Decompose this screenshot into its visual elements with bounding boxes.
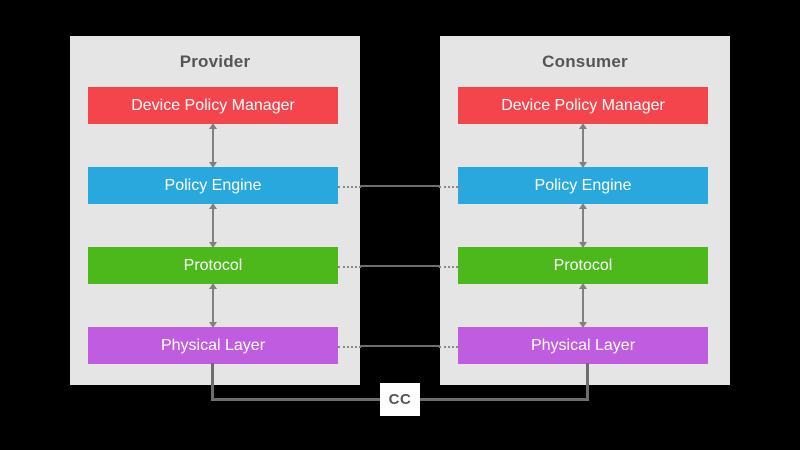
provider-arrow-dpm-policy-engine [209,123,217,168]
peer-stub-policy-engine-right [439,186,462,188]
provider-layer-policy-engine[interactable]: Policy Engine [88,167,338,204]
consumer-arrow-protocol-physical-layer [579,283,587,328]
cc-bus-label: CC [380,383,420,416]
cc-bus-segment-left-vertical [211,363,214,401]
panel-provider: Provider Device Policy Manager Policy En… [70,36,360,385]
peer-stub-policy-engine-left [338,186,361,188]
consumer-arrow-policy-engine-protocol [579,203,587,248]
peer-stub-physical-layer-right [439,346,462,348]
provider-layer-device-policy-manager[interactable]: Device Policy Manager [88,87,338,124]
peer-link-protocol [360,265,440,267]
provider-arrow-protocol-physical-layer [209,283,217,328]
panel-title-provider: Provider [179,52,251,71]
consumer-layer-device-policy-manager[interactable]: Device Policy Manager [458,87,708,124]
consumer-layer-physical-layer[interactable]: Physical Layer [458,327,708,364]
consumer-layer-policy-engine[interactable]: Policy Engine [458,167,708,204]
peer-stub-protocol-left [338,266,361,268]
cc-bus-segment-right-vertical [586,363,589,401]
consumer-arrow-dpm-policy-engine [579,123,587,168]
provider-layer-protocol[interactable]: Protocol [88,247,338,284]
provider-layer-physical-layer[interactable]: Physical Layer [88,327,338,364]
consumer-layer-protocol[interactable]: Protocol [458,247,708,284]
panel-consumer: Consumer Device Policy Manager Policy En… [440,36,730,385]
peer-stub-protocol-right [439,266,462,268]
provider-arrow-policy-engine-protocol [209,203,217,248]
peer-link-policy-engine [360,185,440,187]
peer-link-physical-layer [360,345,440,347]
panel-title-consumer: Consumer [542,52,628,71]
peer-stub-physical-layer-left [338,346,361,348]
